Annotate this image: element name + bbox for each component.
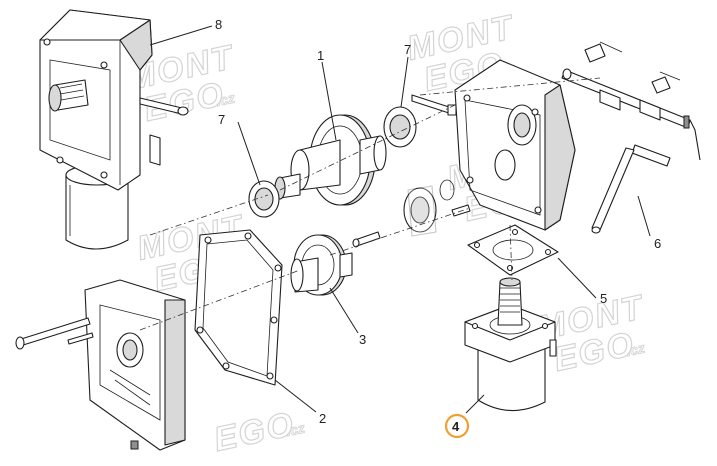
watermark-text: .cz — [215, 90, 237, 110]
assembly-axis-lines — [139, 77, 601, 331]
callout-labels: 8 1 7 7 6 5 3 2 4 — [215, 17, 661, 439]
callout-4-highlighted[interactable]: 4 — [452, 419, 460, 434]
seal-ring-right — [383, 106, 417, 148]
right-housing — [454, 59, 576, 231]
callout-7-right: 7 — [404, 42, 411, 57]
electric-motor — [464, 277, 557, 412]
intermediate-gear — [290, 234, 353, 296]
seal-ring-left — [248, 180, 280, 218]
gearbox-assembly — [39, 9, 189, 250]
leader-lines — [149, 25, 651, 414]
highlight-ring[interactable] — [444, 413, 470, 439]
shift-rod-linkage — [561, 41, 701, 234]
callout-6: 6 — [654, 236, 661, 251]
pin-set — [352, 231, 381, 248]
callout-2: 2 — [319, 411, 326, 426]
main-gear-cluster — [274, 114, 387, 206]
long-bolt — [15, 317, 94, 350]
callout-8: 8 — [215, 17, 222, 32]
watermark-text: .cz — [285, 420, 307, 440]
housing-bolt — [411, 94, 457, 116]
side-cover — [84, 279, 186, 451]
side-cover-gasket — [194, 229, 283, 386]
watermark-text: EGO — [211, 405, 299, 459]
flange-gasket — [467, 224, 559, 276]
bearing-pack — [403, 179, 471, 237]
callout-7-left: 7 — [218, 112, 225, 127]
callout-3: 3 — [359, 332, 366, 347]
callout-1: 1 — [317, 48, 324, 63]
watermark-text: .cz — [625, 340, 647, 360]
callout-5: 5 — [600, 291, 607, 306]
